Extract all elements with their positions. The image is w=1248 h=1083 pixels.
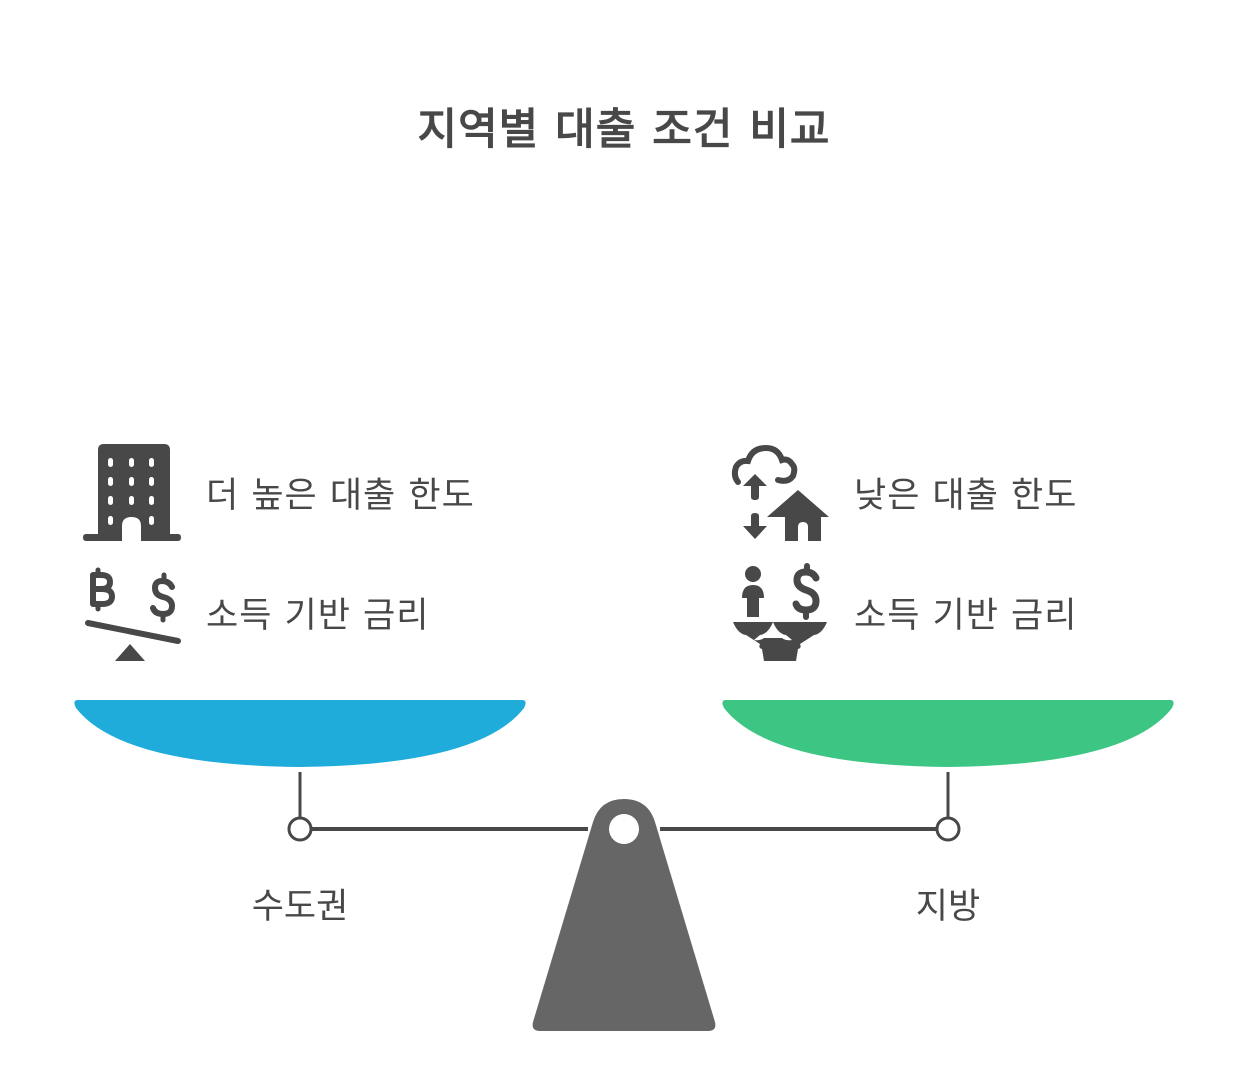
pivot-hole <box>609 814 639 844</box>
diagram-title: 지역별 대출 조건 비교 <box>417 105 831 155</box>
left-region-label: 수도권 <box>251 887 349 927</box>
left-item-interest: 소득 기반 금리 <box>82 562 429 662</box>
right-ring <box>935 816 961 842</box>
right-item-interest: 소득 기반 금리 <box>730 562 1077 662</box>
left-item-label: 소득 기반 금리 <box>206 595 430 636</box>
left-pan <box>74 700 526 767</box>
bitcoin-dollar-balance-icon <box>85 567 181 661</box>
right-region-label: 지방 <box>915 887 981 927</box>
right-item-label: 소득 기반 금리 <box>854 595 1078 636</box>
left-item-loan-limit: 더 높은 대출 한도 <box>82 442 475 542</box>
left-item-label: 더 높은 대출 한도 <box>206 475 475 516</box>
office-building-icon <box>83 444 181 541</box>
right-pan <box>722 700 1174 767</box>
person-dollar-scale-icon <box>733 563 827 661</box>
right-item-label: 낮은 대출 한도 <box>854 475 1078 516</box>
cloud-house-arrows-icon <box>731 444 829 541</box>
left-ring <box>287 816 313 842</box>
fulcrum-stand <box>532 799 716 1031</box>
right-item-loan-limit: 낮은 대출 한도 <box>730 442 1077 542</box>
